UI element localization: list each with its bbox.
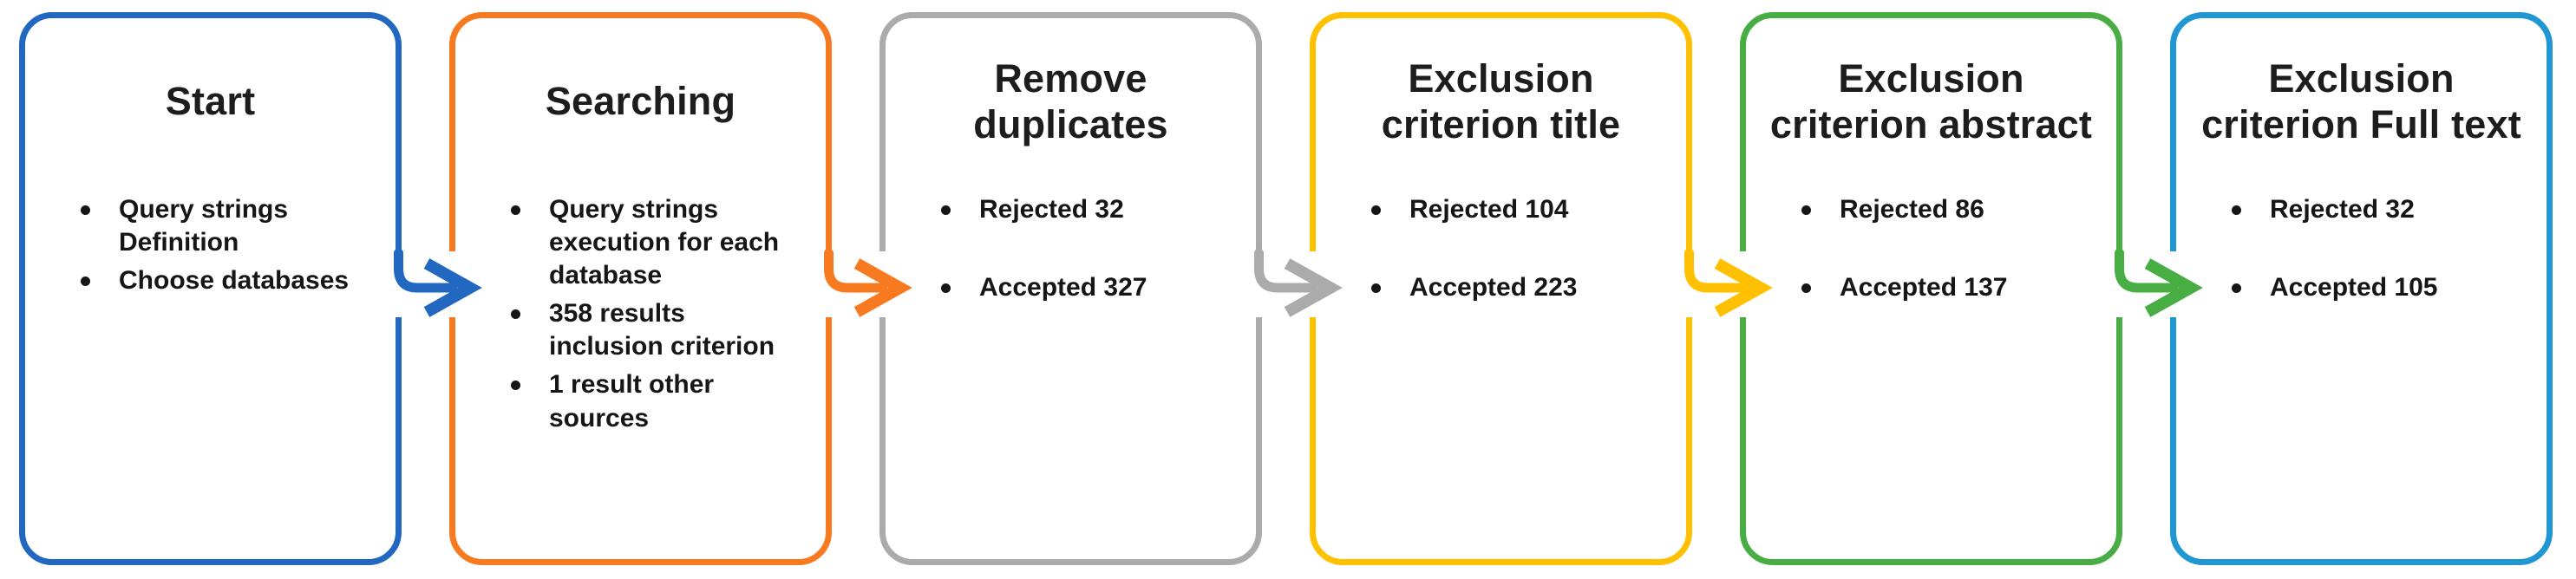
border-gap-mask xyxy=(394,262,403,317)
bullet-item: Accepted 223 xyxy=(1370,271,1664,304)
border-gap-mask xyxy=(1254,262,1264,317)
step-title-start: Start xyxy=(165,79,256,124)
border-gap-mask xyxy=(1684,262,1694,317)
bullet-item: Accepted 137 xyxy=(1800,271,2094,304)
bullet-item: Choose databases xyxy=(79,264,373,297)
bullet-item: Query strings Definition xyxy=(79,193,373,259)
step-title-exclusion-title: Exclusion criterion title xyxy=(1381,55,1621,146)
bullet-item: 358 results inclusion criterion xyxy=(509,297,803,363)
step-bullet-list: Rejected 32 Accepted 105 xyxy=(2176,193,2547,304)
bullet-item: Accepted 105 xyxy=(2230,271,2524,304)
step-bullet-list: Rejected 86 Accepted 137 xyxy=(1746,193,2116,304)
step-bullet-list: Query strings execution for each databas… xyxy=(455,193,826,435)
step-title-remove-duplicates: Remove duplicates xyxy=(973,55,1168,146)
bullet-item: 1 result other sources xyxy=(509,368,803,434)
arrow-exclusion-abstract-to-full-text-icon xyxy=(2115,248,2203,317)
bullet-item: Rejected 104 xyxy=(1370,193,1664,226)
step-bullet-list: Query strings Definition Choose database… xyxy=(25,193,396,297)
border-gap-mask xyxy=(824,262,834,317)
border-gap-mask xyxy=(2115,262,2124,317)
step-bullet-list: Rejected 104 Accepted 223 xyxy=(1316,193,1686,304)
bullet-item: Rejected 32 xyxy=(2230,193,2524,226)
bullet-item: Accepted 327 xyxy=(939,271,1233,304)
step-title-searching: Searching xyxy=(545,79,736,124)
bullet-item: Query strings execution for each databas… xyxy=(509,193,803,292)
step-title-exclusion-abstract: Exclusion criterion abstract xyxy=(1769,55,2093,146)
step-bullet-list: Rejected 32 Accepted 327 xyxy=(886,193,1256,304)
bullet-item: Rejected 32 xyxy=(939,193,1233,226)
arrow-remove-duplicates-to-exclusion-title-icon xyxy=(1254,248,1343,317)
arrow-exclusion-title-to-exclusion-abstract-icon xyxy=(1684,248,1773,317)
bullet-item: Rejected 86 xyxy=(1800,193,2094,226)
arrow-searching-to-remove-duplicates-icon xyxy=(824,248,912,317)
arrow-start-to-searching-icon xyxy=(394,248,482,317)
step-title-exclusion-full-text: Exclusion criterion Full text xyxy=(2201,55,2521,146)
step-box-start: Start Query strings Definition Choose da… xyxy=(19,12,402,565)
step-box-exclusion-full-text: Exclusion criterion Full text Rejected 3… xyxy=(2170,12,2553,565)
